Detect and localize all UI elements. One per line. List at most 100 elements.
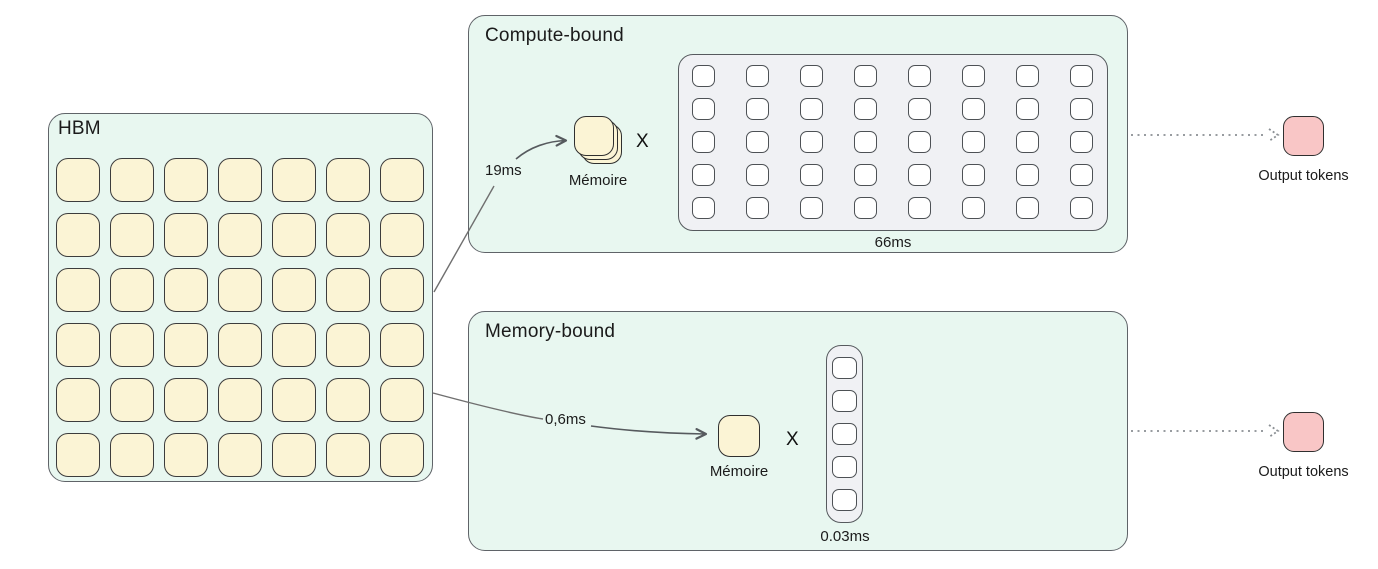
hbm-memory-tile xyxy=(164,268,208,312)
weight-tile xyxy=(800,98,823,120)
memory-multiply-operator: X xyxy=(786,429,799,450)
weight-tile xyxy=(746,65,769,87)
hbm-memory-tile xyxy=(164,158,208,202)
hbm-memory-tile xyxy=(56,268,100,312)
memory-output-token-square xyxy=(1283,412,1324,452)
weight-tile xyxy=(854,65,877,87)
memory-compute-time-label: 0.03ms xyxy=(820,528,870,545)
weights-matrix-box xyxy=(678,54,1108,231)
weight-tile xyxy=(1016,131,1039,153)
hbm-memory-tile xyxy=(380,268,424,312)
hbm-memory-tile xyxy=(326,378,370,422)
weight-tile xyxy=(692,98,715,120)
hbm-memory-tile xyxy=(326,213,370,257)
weight-tile xyxy=(692,65,715,87)
hbm-memory-tile xyxy=(110,378,154,422)
weight-tile xyxy=(800,164,823,186)
hbm-memory-tile xyxy=(326,268,370,312)
hbm-memory-tile xyxy=(218,433,262,477)
weight-tile xyxy=(908,65,931,87)
hbm-memory-tile xyxy=(272,378,316,422)
weight-tile xyxy=(908,197,931,219)
weight-tile xyxy=(692,197,715,219)
weight-tile xyxy=(1070,98,1093,120)
weight-tile xyxy=(908,98,931,120)
hbm-memory-tile xyxy=(380,433,424,477)
weight-tile xyxy=(962,98,985,120)
memory-load-time-label: 0,6ms xyxy=(545,411,586,428)
compute-time-label: 66ms xyxy=(874,234,912,251)
hbm-memory-tile xyxy=(164,323,208,367)
hbm-memory-tile xyxy=(380,378,424,422)
hbm-memory-tile xyxy=(272,158,316,202)
weight-tile xyxy=(1070,131,1093,153)
vector-tile xyxy=(832,489,857,511)
weight-tile xyxy=(854,98,877,120)
vector-grid xyxy=(832,357,857,511)
hbm-memory-tile xyxy=(110,433,154,477)
weight-tile xyxy=(1070,197,1093,219)
hbm-memory-tile xyxy=(110,158,154,202)
hbm-memory-tile xyxy=(326,323,370,367)
hbm-memory-tile xyxy=(110,213,154,257)
weight-tile xyxy=(1016,98,1039,120)
compute-output-group: Output tokens xyxy=(1246,116,1361,184)
compute-output-label: Output tokens xyxy=(1258,168,1349,184)
compute-load-time-label: 19ms xyxy=(485,162,522,179)
weight-tile xyxy=(746,131,769,153)
hbm-panel: HBM xyxy=(48,113,433,482)
vector-tile xyxy=(832,456,857,478)
hbm-memory-tile xyxy=(380,213,424,257)
hbm-memory-tile xyxy=(110,268,154,312)
weight-tile xyxy=(746,98,769,120)
weight-tile xyxy=(692,131,715,153)
hbm-title: HBM xyxy=(58,118,101,139)
hbm-memory-tile xyxy=(56,213,100,257)
hbm-memory-tile xyxy=(110,323,154,367)
weight-tile xyxy=(800,65,823,87)
hbm-memory-tile xyxy=(164,213,208,257)
weight-tile xyxy=(854,131,877,153)
compute-output-token-square xyxy=(1283,116,1324,156)
weight-tile xyxy=(962,65,985,87)
memory-tile-stack xyxy=(574,116,626,168)
weight-tile xyxy=(746,197,769,219)
weight-tile xyxy=(800,197,823,219)
hbm-memory-tile xyxy=(380,323,424,367)
weight-tile xyxy=(854,164,877,186)
weight-tile xyxy=(1016,65,1039,87)
compute-bound-title: Compute-bound xyxy=(485,25,624,46)
memory-bound-title: Memory-bound xyxy=(485,321,616,342)
weight-tile xyxy=(962,164,985,186)
compute-memory-label: Mémoire xyxy=(568,172,628,189)
memory-output-label: Output tokens xyxy=(1258,464,1349,480)
hbm-memory-tile xyxy=(56,323,100,367)
hbm-memory-tile xyxy=(56,158,100,202)
weight-tile xyxy=(854,197,877,219)
hbm-memory-tile xyxy=(272,268,316,312)
compute-bound-panel: Compute-bound 19ms Mémoire X 66ms xyxy=(468,15,1128,253)
hbm-memory-tile xyxy=(380,158,424,202)
hbm-memory-tile xyxy=(272,213,316,257)
hbm-memory-tile xyxy=(272,323,316,367)
hbm-memory-tile xyxy=(56,378,100,422)
weight-tile xyxy=(1070,164,1093,186)
hbm-memory-tile xyxy=(164,378,208,422)
memory-tile-single xyxy=(718,415,760,457)
hbm-memory-tile xyxy=(326,433,370,477)
hbm-memory-tile xyxy=(218,158,262,202)
weight-tile xyxy=(1016,197,1039,219)
vector-tile xyxy=(832,423,857,445)
memory-tile-front xyxy=(574,116,614,156)
weights-matrix-grid xyxy=(692,65,1093,219)
hbm-memory-tile xyxy=(218,213,262,257)
hbm-memory-grid xyxy=(56,158,424,477)
weight-tile xyxy=(962,197,985,219)
memory-output-group: Output tokens xyxy=(1246,412,1361,480)
hbm-memory-tile xyxy=(218,268,262,312)
memory-memory-label: Mémoire xyxy=(709,463,769,480)
weight-tile xyxy=(962,131,985,153)
hbm-memory-tile xyxy=(218,378,262,422)
compute-multiply-operator: X xyxy=(636,131,649,152)
